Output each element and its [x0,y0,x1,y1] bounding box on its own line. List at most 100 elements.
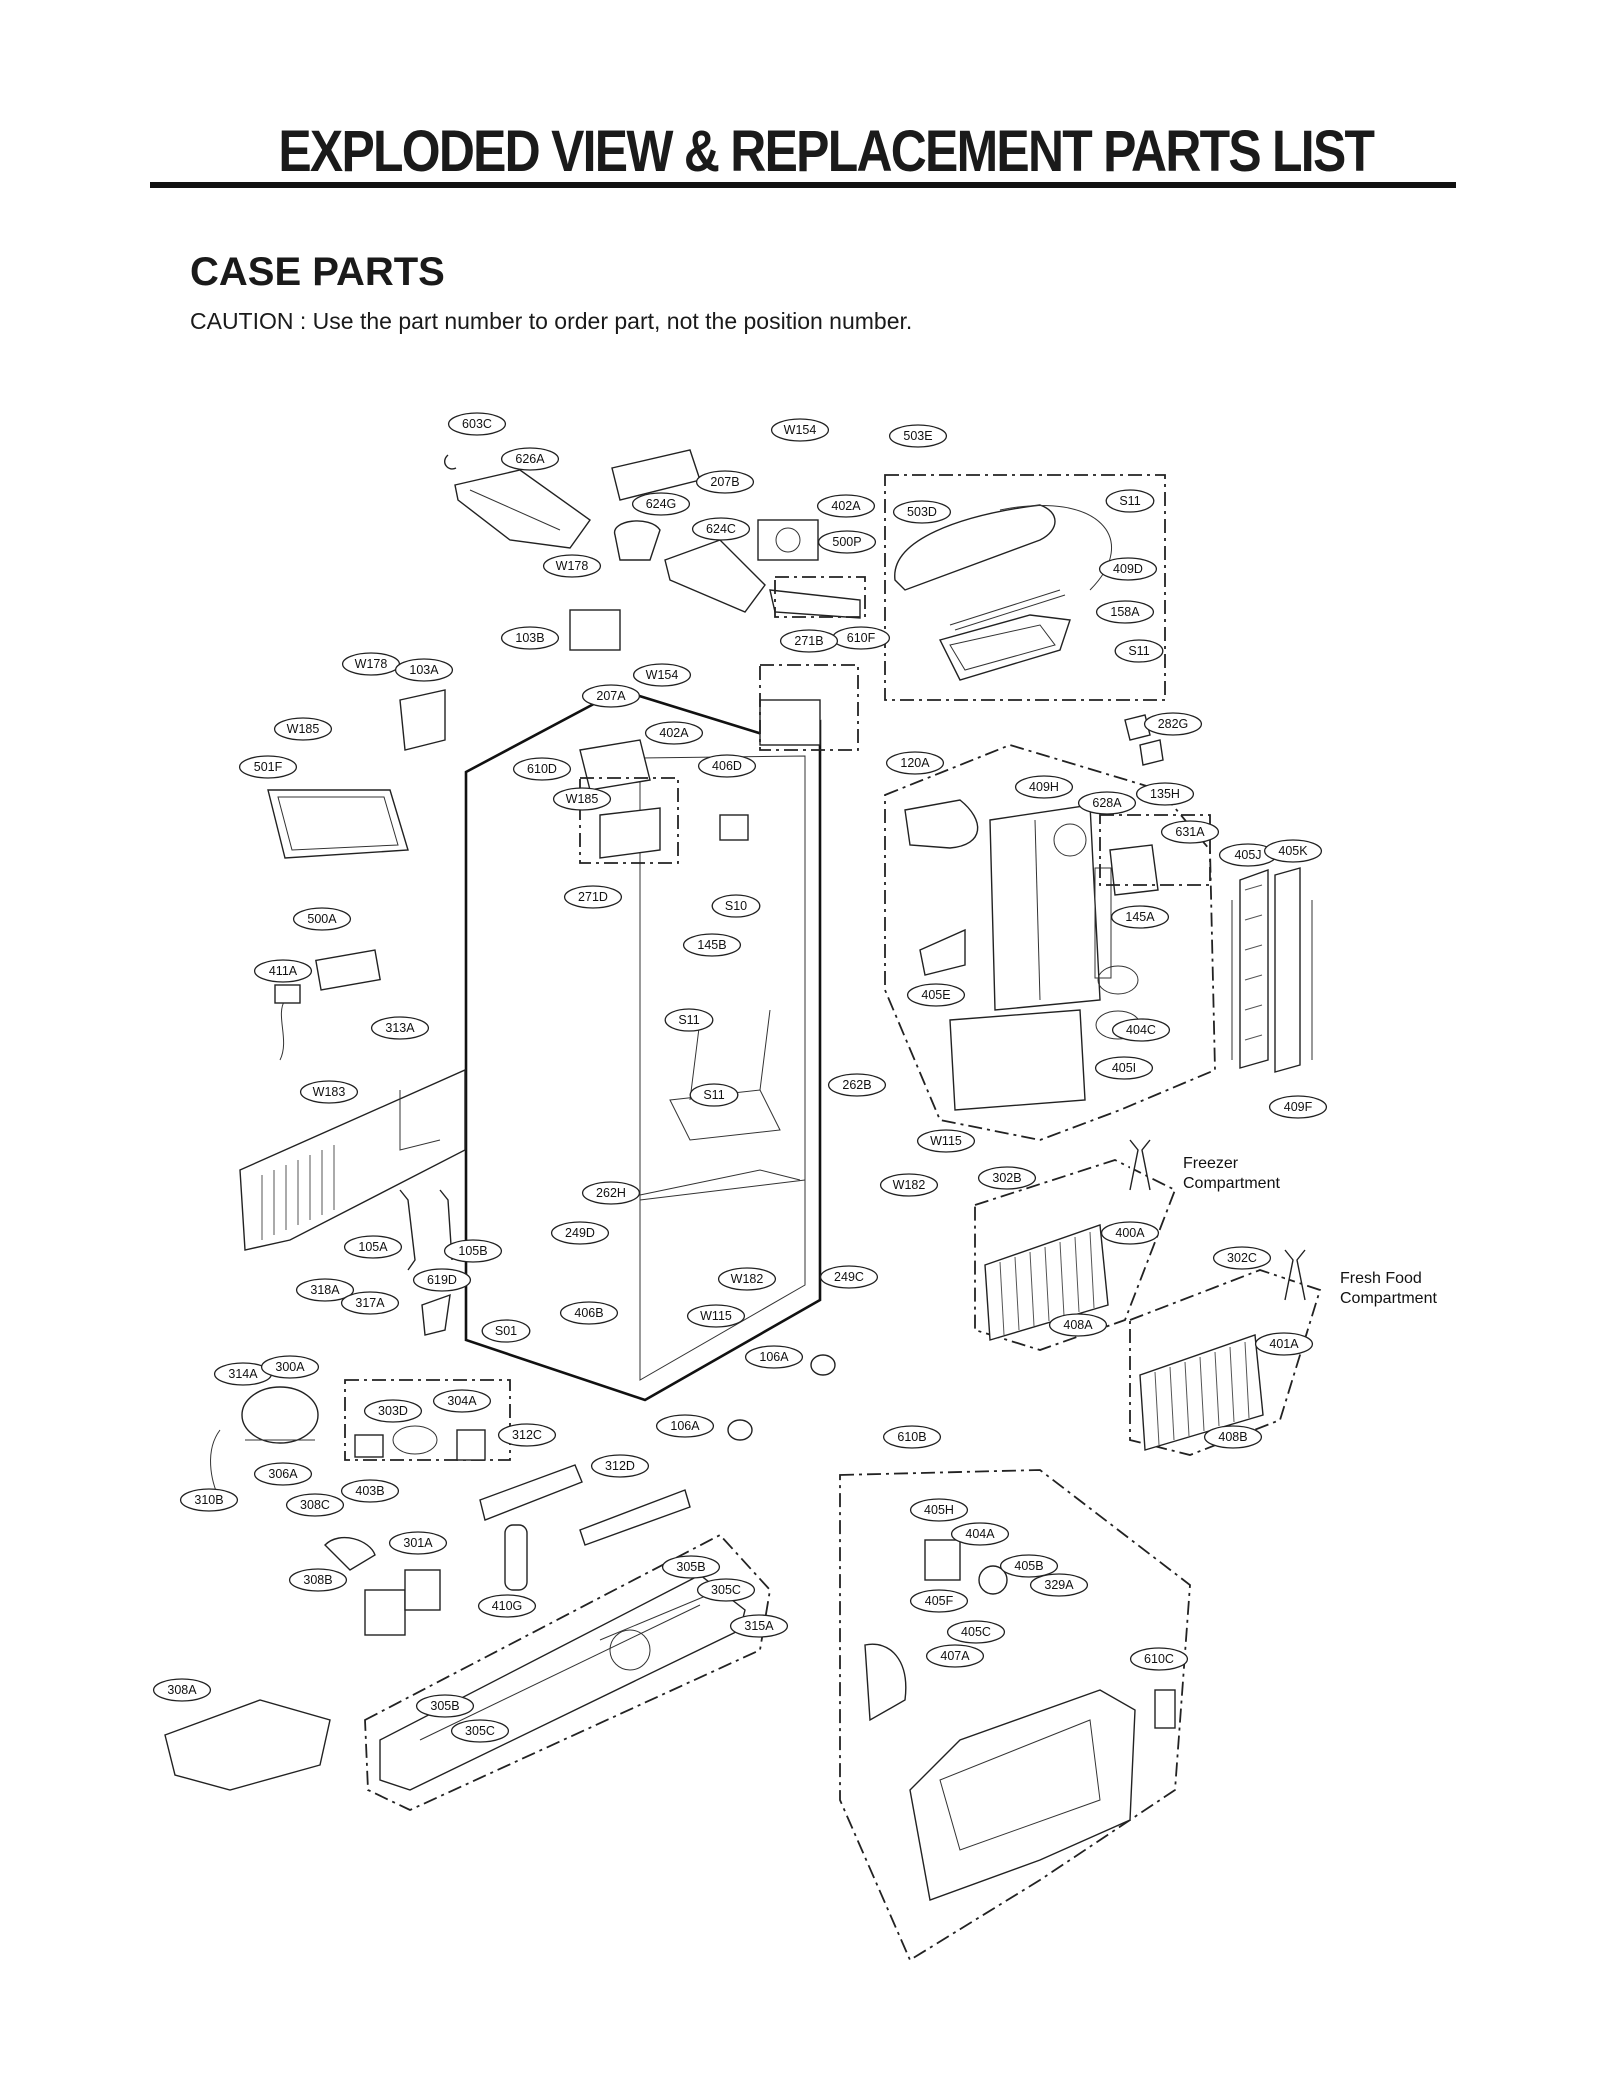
callout-312c: 312C [497,1423,557,1447]
callout-bubble [689,1083,739,1107]
callout-120a: 120A [885,751,945,775]
foot-106a-b [727,1419,753,1441]
callout-label: 405J [1234,848,1261,862]
callout-bubble [1029,1573,1089,1597]
part-282g-b [1139,739,1164,766]
callout-bubble [1114,639,1164,663]
callout-label: 631A [1175,825,1205,839]
callout-bubble [343,1235,403,1259]
callout-label: 402A [831,499,861,513]
callout-405k: 405K [1263,839,1323,863]
group-610b [839,1469,1191,1962]
callout-label: 301A [403,1536,433,1550]
callout-layer: 603C626AW154207B402A503ES11503D624G624C5… [152,412,1328,1743]
callout-bubble [542,554,602,578]
callout-s01: S01 [481,1319,531,1343]
callout-label: 406B [574,1306,603,1320]
callout-bubble [563,885,623,909]
callout-label: S11 [703,1088,724,1102]
callout-label: 405K [1278,844,1308,858]
callout-bubble [909,1498,969,1522]
callout-label: 282G [1158,717,1189,731]
callout-315a: 315A [729,1614,789,1638]
callout-bubble [388,1531,448,1555]
callout-label: 403B [355,1484,384,1498]
callout-306a: 306A [253,1462,313,1486]
callout-label: 313A [385,1021,415,1035]
callout-317a: 317A [340,1291,400,1315]
group-610f [774,576,866,618]
callout-label: W115 [700,1309,732,1323]
callout-bubble [827,1073,887,1097]
callout-249c: 249C [819,1265,879,1289]
callout-bubble [590,1454,650,1478]
callout-w154: W154 [632,663,692,687]
callout-label: 500A [307,912,337,926]
callout-103b: 103B [500,626,560,650]
callout-label: 501F [254,760,283,774]
callout-label: 302C [1227,1251,1257,1265]
callout-label: 408B [1218,1430,1247,1444]
callout-label: 135H [1150,787,1180,801]
callout-label: S10 [725,899,747,913]
callout-label: 408A [1063,1318,1093,1332]
callout-409h: 409H [1014,775,1074,799]
callout-619d: 619D [412,1268,472,1292]
callout-313a: 313A [370,1016,430,1040]
group-135h [1099,814,1211,886]
callout-label: 411A [269,964,298,978]
callout-bubble [697,754,757,778]
callout-bubble [631,492,691,516]
callout-409f: 409F [1268,1095,1328,1119]
callout-bubble [879,1173,939,1197]
callout-503e: 503E [888,424,948,448]
callout-501f: 501F [238,755,298,779]
callout-w178: W178 [341,652,401,676]
callout-bubble [477,1594,537,1618]
callout-603c: 603C [447,412,507,436]
callout-406d: 406D [697,754,757,778]
callout-105a: 105A [343,1235,403,1259]
callout-label: 106A [670,1419,700,1433]
callout-label: 405E [921,988,950,1002]
callout-bubble [882,1425,942,1449]
callout-bubble [238,755,298,779]
callout-bubble [819,1265,879,1289]
callout-bubble [770,418,830,442]
callout-label: 407A [940,1649,970,1663]
callout-bubble [916,1129,976,1153]
callout-label: 312C [512,1428,542,1442]
callout-403b: 403B [340,1479,400,1503]
callout-label: 303D [378,1404,408,1418]
callout-bubble [412,1268,472,1292]
callout-label: 624G [646,497,677,511]
callout-bubble [340,1291,400,1315]
callout-label: 105B [458,1244,487,1258]
callout-label: 409F [1284,1100,1313,1114]
callout-label: 308B [303,1573,332,1587]
callout-bubble [661,1555,721,1579]
callout-bubble [273,717,333,741]
callout-label: 308C [300,1498,330,1512]
callout-610f: 610F [831,626,891,650]
callout-bubble [696,1578,756,1602]
callout-bubble [888,424,948,448]
callout-bubble [779,629,839,653]
evaporator-freezer [974,1139,1177,1351]
group-503e [884,474,1166,701]
callout-310b: 310B [179,1488,239,1512]
callout-bubble [500,447,560,471]
callout-bubble [906,983,966,1007]
callout-bubble [729,1614,789,1638]
callout-label: 401A [1269,1337,1299,1351]
callout-bubble [664,1008,714,1032]
callout-label: 400A [1115,1226,1145,1240]
callout-bubble [1098,557,1158,581]
callout-bubble [1203,1425,1263,1449]
callout-label: 305B [676,1560,705,1574]
callout-300a: 300A [260,1355,320,1379]
callout-145b: 145B [682,933,742,957]
callout-label: 624C [706,522,736,536]
callout-406b: 406B [559,1301,619,1325]
freezer-label-1: Freezer [1183,1155,1239,1172]
